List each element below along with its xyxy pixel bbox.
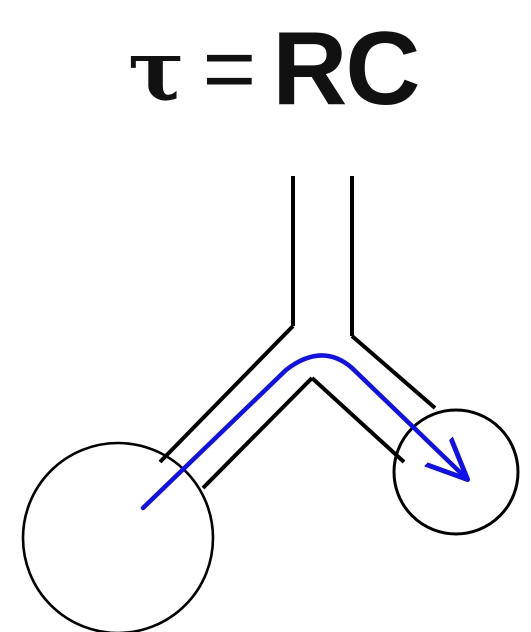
equation: τ = RC [128,11,420,128]
flow-arrow [140,353,466,511]
equals-sign: = [202,18,257,120]
rc-term: RC [272,11,420,127]
right-branch-inner-wall [310,376,406,464]
large-bulb-circle [21,441,215,632]
left-branch-outer-wall [158,324,295,464]
right-branch-outer-wall [350,334,437,410]
left-branch-inner-wall [201,376,314,490]
tau-symbol: τ [128,21,185,120]
